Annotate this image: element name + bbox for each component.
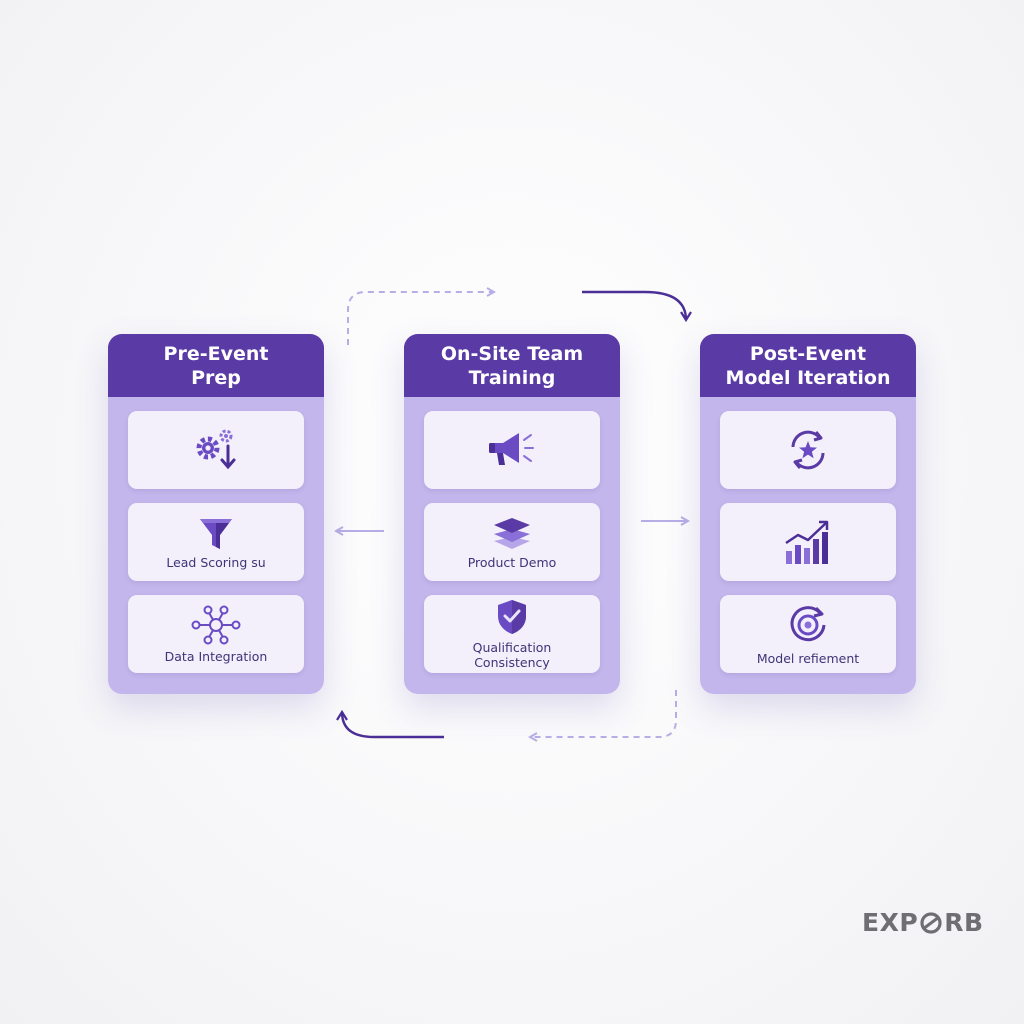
column-header: Pre-Event Prep [108, 334, 324, 397]
arrow-solid-top-right [582, 290, 692, 323]
card-label: Lead Scoring su [166, 554, 266, 570]
layers-icon [494, 517, 530, 549]
card-product-demo[interactable]: Product Demo [424, 503, 600, 581]
card-qualification-consistency[interactable]: Qualification Consistency [424, 595, 600, 673]
card-model-refinement[interactable]: Model refiement [720, 595, 896, 673]
column-pre-event-prep: Pre-Event Prep Lead Scoring su [108, 334, 324, 694]
card-gear-download[interactable] [128, 411, 304, 489]
network-nodes-icon [191, 605, 241, 644]
megaphone-icon [489, 433, 534, 465]
column-title: On-Site Team Training [440, 342, 584, 389]
brand-suffix: RB [944, 908, 984, 937]
refresh-star-icon [791, 430, 825, 470]
column-title: Post-Event Model Iteration [725, 342, 891, 389]
arrow-solid-bottom-left [336, 709, 444, 739]
column-title: Pre-Event Prep [163, 342, 269, 389]
card-megaphone[interactable] [424, 411, 600, 489]
card-label: Qualification Consistency [472, 640, 552, 670]
target-refresh-icon [790, 605, 826, 641]
card-label: Product Demo [467, 554, 557, 570]
card-data-integration[interactable]: Data Integration [128, 595, 304, 673]
column-header: Post-Event Model Iteration [700, 334, 916, 397]
column-post-event-model-iteration: Post-Event Model Iteration Model ref [700, 334, 916, 694]
orbit-logo-icon [920, 911, 942, 934]
shield-check-icon [498, 600, 526, 634]
column-on-site-team-training: On-Site Team Training Product Demo Quali [404, 334, 620, 694]
bar-chart-growth-icon [785, 520, 829, 564]
brand-logo: EXP RB [862, 908, 984, 937]
card-lead-scoring[interactable]: Lead Scoring su [128, 503, 304, 581]
card-label: Model refiement [756, 650, 860, 666]
brand-prefix: EXP [862, 908, 919, 937]
card-growth-chart[interactable] [720, 503, 896, 581]
card-label: Data Integration [164, 648, 268, 664]
gear-download-icon [196, 429, 236, 470]
arrow-dashed-bottom-right [530, 690, 677, 737]
funnel-icon [200, 518, 232, 549]
column-header: On-Site Team Training [404, 334, 620, 397]
card-refresh-star[interactable] [720, 411, 896, 489]
